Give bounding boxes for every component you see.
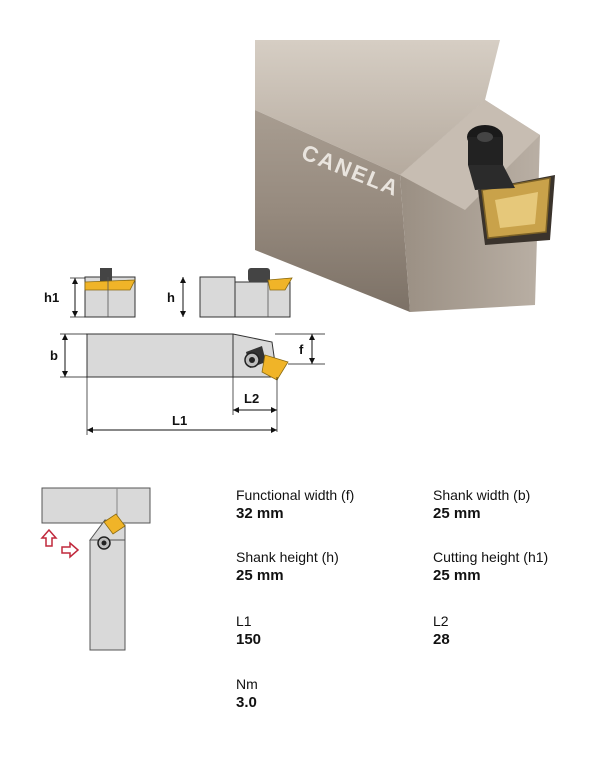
side-view: [86, 333, 289, 381]
product-photo: CANELA: [255, 40, 555, 312]
orientation-diagram: [40, 487, 151, 651]
spec-shank-height: Shank height (h) 25 mm: [236, 549, 406, 585]
dimension-b: b: [50, 333, 87, 378]
spec-value: 25 mm: [433, 567, 481, 584]
spec-value: 150: [236, 631, 262, 648]
spec-label: Nm: [236, 676, 258, 692]
label-h1: h1: [44, 290, 59, 305]
spec-cutting-height: Cutting height (h1) 25 mm: [433, 549, 600, 585]
spec-label: Functional width (f): [236, 487, 355, 503]
spec-shank-width: Shank width (b) 25 mm: [433, 487, 600, 523]
spec-value: 28: [433, 631, 450, 648]
spec-nm: Nm 3.0: [236, 676, 406, 712]
spec-l2: L2 28: [433, 613, 600, 649]
spec-label: L1: [236, 613, 252, 629]
label-l1: L1: [172, 413, 187, 428]
spec-label: Cutting height (h1): [433, 549, 549, 565]
spec-label: L2: [433, 613, 449, 629]
spec-value: 32 mm: [236, 505, 284, 522]
dimension-f: f: [275, 333, 325, 365]
label-f: f: [299, 342, 304, 357]
spec-value: 25 mm: [236, 567, 284, 584]
spec-value: 25 mm: [433, 505, 481, 522]
spec-label: Shank width (b): [433, 487, 531, 503]
technical-drawing: h1 h b f: [44, 268, 325, 435]
dimension-l2: L2: [232, 377, 278, 432]
dimension-l1: L1: [86, 377, 277, 435]
dimension-h: h: [167, 277, 186, 317]
spec-label: Shank height (h): [236, 549, 339, 565]
spec-functional-width: Functional width (f) 32 mm: [236, 487, 406, 523]
label-l2: L2: [244, 391, 259, 406]
spec-l1: L1 150: [236, 613, 406, 649]
feed-arrow-right-icon: [61, 541, 80, 559]
label-b: b: [50, 348, 58, 363]
end-view-h: [199, 268, 293, 318]
end-view-h1: [84, 268, 136, 318]
spec-value: 3.0: [236, 694, 257, 711]
dimension-h1: h1: [44, 277, 85, 318]
feed-arrow-up-icon: [40, 528, 58, 547]
label-h: h: [167, 290, 175, 305]
